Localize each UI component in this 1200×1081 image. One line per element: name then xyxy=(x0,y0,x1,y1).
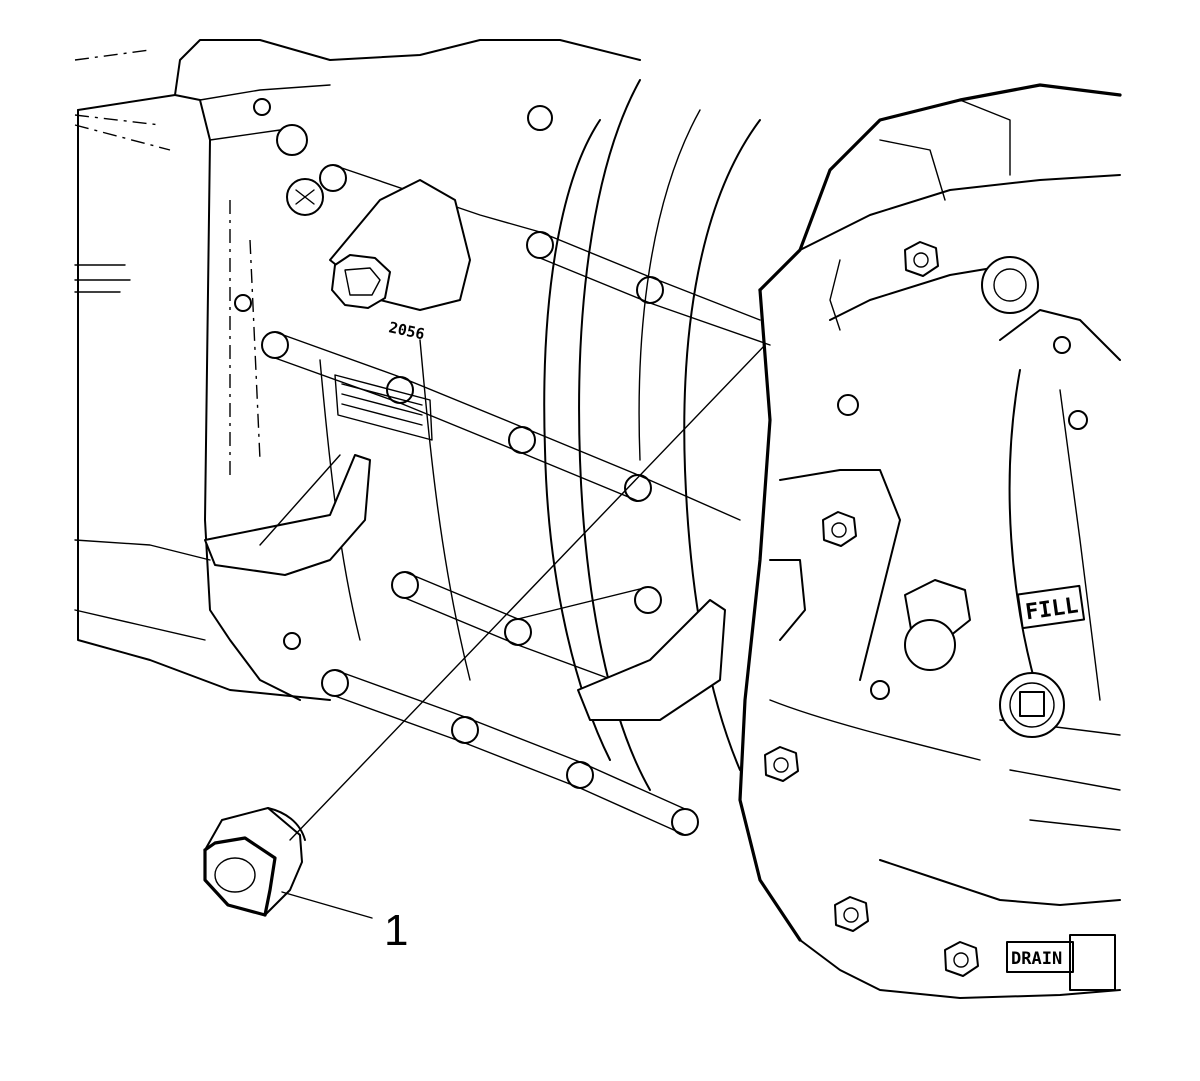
callout-1-label: 1 xyxy=(384,906,408,955)
callout-1-leader xyxy=(281,891,373,919)
removed-plug xyxy=(203,807,306,917)
hex-bolts xyxy=(764,241,979,977)
plug-leader-line xyxy=(289,344,766,841)
fill-label: FILL xyxy=(1016,584,1086,630)
main-case: 2056 xyxy=(74,39,771,836)
fill-plug xyxy=(999,672,1065,738)
drain-text: DRAIN xyxy=(1011,949,1062,969)
rear-case: FILL DRAIN xyxy=(738,83,1122,999)
shift-boss: 2056 xyxy=(329,179,471,343)
drain-label: DRAIN xyxy=(1006,934,1116,991)
casting-number: 2056 xyxy=(387,318,426,343)
